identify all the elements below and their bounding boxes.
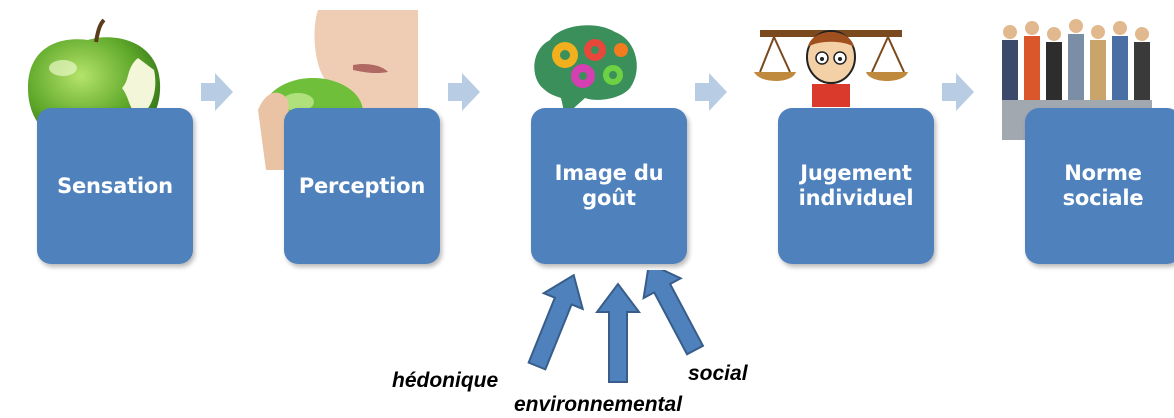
step-norme-sociale: Norme sociale bbox=[1025, 108, 1174, 264]
step-label: Jugement individuel bbox=[798, 161, 914, 210]
step-label: Sensation bbox=[57, 173, 173, 198]
flow-arrow-icon bbox=[448, 73, 480, 111]
step-label: Norme sociale bbox=[1062, 161, 1144, 210]
boy-with-scale-image bbox=[752, 12, 910, 107]
step-image-du-gout: Image du goût bbox=[531, 108, 687, 264]
step-sensation: Sensation bbox=[37, 108, 193, 264]
step-label: Image du goût bbox=[554, 161, 664, 210]
influence-label-hedonique: hédonique bbox=[392, 369, 499, 392]
step-perception: Perception bbox=[284, 108, 440, 264]
influence-label-environnemental: environnemental bbox=[514, 393, 683, 416]
flow-arrow-icon bbox=[942, 73, 974, 111]
brain-gears-image bbox=[525, 20, 645, 120]
step-jugement-individuel: Jugement individuel bbox=[778, 108, 934, 264]
flow-arrow-icon bbox=[695, 73, 727, 111]
influence-label-social: social bbox=[688, 362, 748, 385]
step-label: Perception bbox=[298, 173, 426, 198]
flow-arrow-icon bbox=[201, 73, 233, 111]
